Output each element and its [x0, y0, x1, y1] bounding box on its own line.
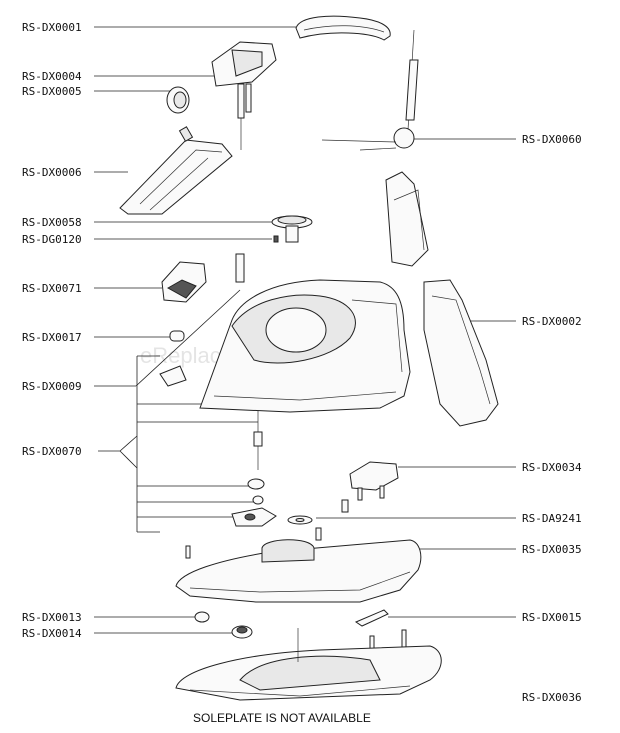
- part-label-rs-dx0036[interactable]: RS-DX0036: [522, 691, 582, 704]
- part-rs-dx0035-shell: [175, 539, 422, 603]
- part-label-rs-dx0015[interactable]: RS-DX0015: [522, 611, 582, 624]
- part-label-rs-dx0001[interactable]: RS-DX0001: [22, 21, 82, 34]
- part-main-housing: [199, 279, 411, 413]
- part-rs-dx0017-plug: [169, 330, 185, 342]
- part-label-rs-dx0013[interactable]: RS-DX0013: [22, 611, 82, 624]
- part-label-rs-dx0070[interactable]: RS-DX0070: [22, 445, 82, 458]
- part-label-rs-dx0009[interactable]: RS-DX0009: [22, 380, 82, 393]
- part-rs-dx0001-handle-cover: [295, 15, 391, 41]
- footer-note: SOLEPLATE IS NOT AVAILABLE: [193, 711, 371, 725]
- part-label-rs-dx0071[interactable]: RS-DX0071: [22, 282, 82, 295]
- part-label-rs-dx0014[interactable]: RS-DX0014: [22, 627, 82, 640]
- part-rs-dx0071-button: [161, 253, 245, 303]
- part-rs-dx0013-nut: [194, 611, 210, 623]
- part-label-rs-da9241[interactable]: RS-DA9241: [522, 512, 582, 525]
- part-rs-dx0004-control-block: [211, 41, 277, 150]
- leader-lines: [94, 26, 516, 634]
- part-label-rs-dx0005[interactable]: RS-DX0005: [22, 85, 82, 98]
- part-rs-dx0009-clip: [159, 365, 187, 387]
- part-label-rs-dx0017[interactable]: RS-DX0017: [22, 331, 82, 344]
- part-rs-da9241-washer: [287, 515, 322, 541]
- part-label-rs-dx0006[interactable]: RS-DX0006: [22, 166, 82, 179]
- part-label-rs-dx0060[interactable]: RS-DX0060: [522, 133, 582, 146]
- part-rs-dx0034-bracket: [341, 461, 399, 513]
- part-label-rs-dx0058[interactable]: RS-DX0058: [22, 216, 82, 229]
- part-rs-dx0006-side-cover: [119, 126, 233, 215]
- part-rs-dx0058-dial: [271, 215, 313, 243]
- part-rs-dx0014-gasket: [231, 625, 253, 639]
- part-label-rs-dx0004[interactable]: RS-DX0004: [22, 70, 82, 83]
- part-rs-dx0002-rear-cover: [423, 279, 499, 427]
- part-label-rs-dx0034[interactable]: RS-DX0034: [522, 461, 582, 474]
- part-rs-dx0036-soleplate: [175, 628, 442, 701]
- part-label-rs-dx0002[interactable]: RS-DX0002: [522, 315, 582, 328]
- part-rs-dg0120-screw: [273, 235, 279, 243]
- part-rs-dx0070-assembly: [231, 410, 277, 527]
- part-rs-dx0060-cord: [321, 29, 429, 267]
- part-label-rs-dx0035[interactable]: RS-DX0035: [522, 543, 582, 556]
- part-rs-dx0005-knob: [166, 86, 190, 114]
- part-label-rs-dg0120[interactable]: RS-DG0120: [22, 233, 82, 246]
